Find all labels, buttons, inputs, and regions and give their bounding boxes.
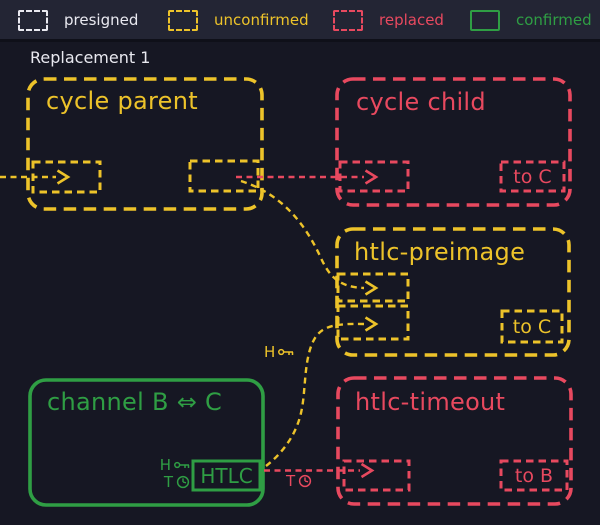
edge-external-to-cycle-parent-arrowhead bbox=[56, 169, 71, 185]
channel-hash-letter: H bbox=[159, 456, 171, 474]
htlc-preimage-title: htlc-preimage bbox=[354, 238, 526, 266]
htlc-preimage-input1-box bbox=[336, 272, 410, 303]
htlc-timeout-title: htlc-timeout bbox=[355, 388, 506, 416]
unconfirmed-swatch bbox=[168, 10, 198, 31]
confirmed-swatch bbox=[470, 10, 500, 31]
htlc-preimage-output-box bbox=[500, 309, 564, 344]
htlc-timeout-box bbox=[336, 376, 573, 506]
cycle-child-box bbox=[335, 77, 572, 207]
presigned-swatch bbox=[18, 10, 48, 31]
htlc-timeout-output-label: to B bbox=[514, 464, 554, 487]
channel-hash-annotation: H bbox=[152, 456, 190, 474]
page-title: Replacement 1 bbox=[30, 48, 151, 67]
htlc-preimage-box bbox=[335, 227, 571, 357]
legend-item-replaced: replaced bbox=[333, 9, 444, 32]
key-icon bbox=[174, 461, 190, 469]
preimage-hash-annotation: H bbox=[264, 343, 294, 361]
legend-label-presigned: presigned bbox=[64, 11, 139, 29]
htlc-timeout-input-box bbox=[342, 459, 411, 492]
cycle-child-input-box bbox=[338, 160, 410, 193]
htlc-label: HTLC bbox=[200, 463, 253, 488]
htlc-timeout-output-box bbox=[499, 459, 569, 492]
cycle-parent-output-box bbox=[188, 159, 260, 193]
edge-htlc-to-htlc-preimage bbox=[265, 322, 365, 467]
legend-bar: presigned unconfirmed replaced confirmed bbox=[0, 0, 600, 42]
timeout-time-annotation: T bbox=[286, 472, 312, 490]
key-icon bbox=[278, 348, 294, 356]
edge-htlc-to-htlc-preimage-arrowhead bbox=[364, 316, 379, 332]
htlc-preimage-output-label: to C bbox=[512, 315, 552, 338]
cycle-child-output-label: to C bbox=[513, 165, 552, 188]
legend-label-confirmed: confirmed bbox=[516, 11, 592, 29]
channel-time-letter: T bbox=[163, 473, 173, 491]
cycle-parent-box bbox=[26, 77, 264, 211]
replaced-swatch bbox=[333, 10, 363, 31]
clock-icon bbox=[299, 474, 312, 488]
clock-icon bbox=[176, 475, 190, 489]
channel-box bbox=[28, 378, 265, 507]
edge-cycle-parent-to-htlc-preimage bbox=[240, 179, 365, 290]
htlc-output-box bbox=[191, 459, 262, 492]
timeout-time-letter: T bbox=[286, 472, 296, 490]
cycle-child-title: cycle child bbox=[356, 88, 486, 116]
legend-item-confirmed: confirmed bbox=[470, 9, 592, 32]
preimage-hash-letter: H bbox=[264, 343, 276, 361]
cycle-parent-title: cycle parent bbox=[46, 87, 198, 115]
cycle-child-output-box bbox=[499, 160, 566, 193]
htlc-preimage-input2-box bbox=[336, 304, 410, 341]
channel-time-annotation: T bbox=[152, 473, 190, 491]
legend-item-presigned: presigned bbox=[18, 9, 138, 32]
legend-item-unconfirmed: unconfirmed bbox=[168, 9, 309, 32]
legend-label-unconfirmed: unconfirmed bbox=[214, 11, 309, 29]
legend-label-replaced: replaced bbox=[379, 11, 444, 29]
edge-cycle-parent-to-htlc-preimage-arrowhead bbox=[364, 280, 379, 296]
edge-htlc-to-htlc-timeout-arrowhead bbox=[360, 462, 375, 479]
channel-title: channel B ⇔ C bbox=[47, 388, 223, 416]
edge-cycle-parent-to-cycle-child-arrowhead bbox=[364, 169, 379, 185]
